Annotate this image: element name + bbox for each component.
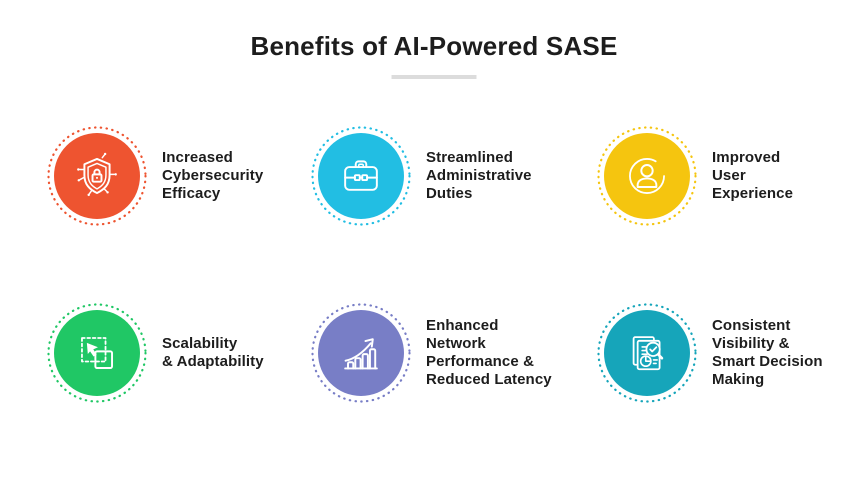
benefit-item-visibility: Consistent Visibility & Smart Decision M… xyxy=(597,303,823,403)
user-icon xyxy=(629,158,665,194)
benefit-badge xyxy=(47,303,147,403)
benefit-circle xyxy=(54,310,140,396)
benefit-badge xyxy=(311,126,411,226)
benefit-badge xyxy=(597,126,697,226)
benefit-label: Increased Cybersecurity Efficacy xyxy=(162,149,264,202)
benefit-label: Enhanced Network Performance & Reduced L… xyxy=(426,317,552,388)
benefit-circle xyxy=(54,133,140,219)
benefit-circle xyxy=(604,133,690,219)
dotted-ring xyxy=(311,126,411,226)
benefit-item-user-experience: Improved User Experience xyxy=(597,126,793,226)
benefit-item-scalability: Scalability & Adaptability xyxy=(47,303,264,403)
benefit-badge xyxy=(597,303,697,403)
benefit-circle xyxy=(318,133,404,219)
benefit-badge xyxy=(47,126,147,226)
scale-arrow-icon xyxy=(81,337,114,370)
benefit-label: Scalability & Adaptability xyxy=(162,335,264,370)
benefit-label: Streamlined Administrative Duties xyxy=(426,149,532,202)
page-title: Benefits of AI-Powered SASE xyxy=(250,31,618,61)
dotted-ring xyxy=(47,303,147,403)
benefit-circle xyxy=(604,310,690,396)
benefit-item-administrative: Streamlined Administrative Duties xyxy=(311,126,532,226)
growth-chart-icon xyxy=(344,338,378,370)
dotted-ring xyxy=(597,303,697,403)
benefit-label: Improved User Experience xyxy=(712,149,794,202)
title-underline xyxy=(391,75,477,79)
dotted-ring xyxy=(597,126,697,226)
benefit-item-cybersecurity: Increased Cybersecurity Efficacy xyxy=(47,126,263,226)
shield-lock-icon xyxy=(77,152,117,197)
benefit-label: Consistent Visibility & Smart Decision M… xyxy=(712,317,823,388)
dotted-ring xyxy=(47,126,147,226)
report-search-icon xyxy=(632,336,664,371)
benefit-item-performance: Enhanced Network Performance & Reduced L… xyxy=(311,303,552,403)
benefit-badge xyxy=(311,303,411,403)
dotted-ring xyxy=(311,303,411,403)
briefcase-icon xyxy=(344,160,378,191)
benefit-circle xyxy=(318,310,404,396)
